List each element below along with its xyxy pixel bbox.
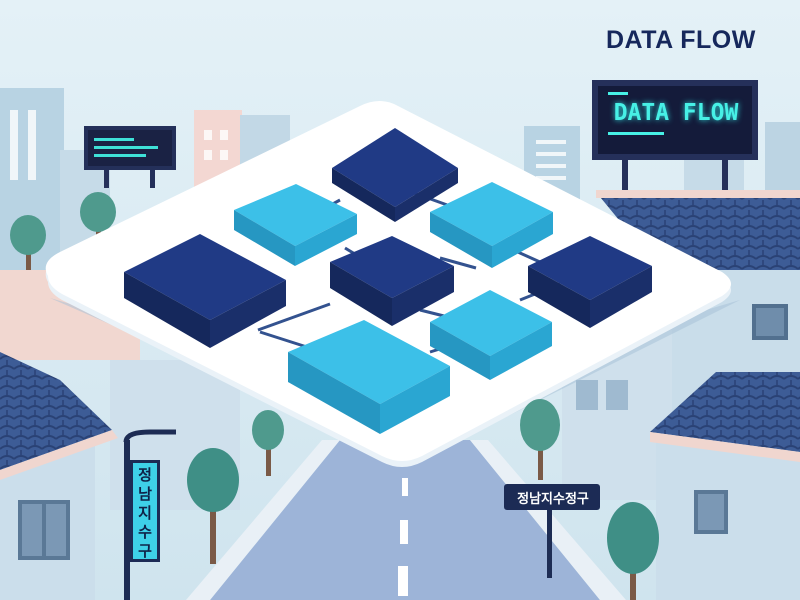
cyan-block bbox=[430, 290, 552, 380]
navy-block bbox=[124, 234, 286, 348]
street-sign-vertical-post bbox=[123, 429, 176, 600]
street-sign-horizontal-post bbox=[504, 484, 600, 578]
left-house bbox=[0, 352, 118, 600]
cyan-block bbox=[234, 184, 357, 266]
billboard bbox=[592, 80, 758, 190]
small-billboard bbox=[84, 126, 176, 188]
skyline-windows bbox=[10, 110, 566, 180]
foreground-trees bbox=[187, 399, 659, 600]
cyan-block bbox=[288, 320, 450, 434]
right-house bbox=[650, 372, 800, 600]
billboard-text: DATA FLOW bbox=[613, 100, 739, 126]
network-blocks bbox=[124, 128, 652, 434]
page-title: DATA FLOW bbox=[606, 26, 756, 54]
street-sign-vertical: 정남지수구 bbox=[138, 466, 152, 560]
cyan-block bbox=[430, 182, 553, 268]
navy-block bbox=[528, 236, 652, 328]
navy-block bbox=[330, 236, 454, 326]
navy-block bbox=[332, 128, 458, 222]
street-sign-horizontal: 정남지수정구 bbox=[517, 492, 589, 507]
